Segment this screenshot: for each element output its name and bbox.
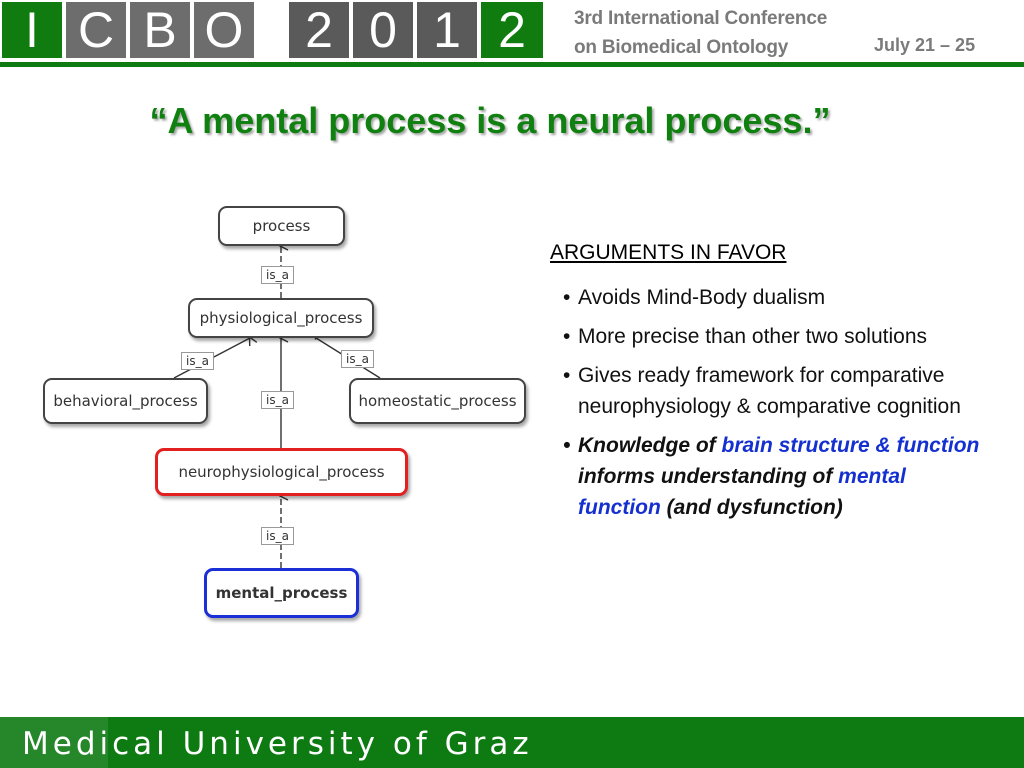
- footer-bar: Medical University of Graz: [0, 717, 1024, 768]
- relation-label: is_a: [261, 266, 294, 284]
- logo-letter-i: I: [2, 2, 62, 58]
- year-digit-2: 0: [353, 2, 413, 58]
- argument-text: Knowledge of: [578, 434, 722, 457]
- conference-dates: July 21 – 25: [874, 35, 976, 55]
- conference-line-2: on Biomedical Ontology: [574, 37, 789, 58]
- argument-item: More precise than other two solutions: [560, 321, 980, 352]
- conference-line-1: 3rd International Conference: [574, 8, 828, 29]
- relation-label: is_a: [341, 350, 374, 368]
- argument-item: Gives ready framework for comparative ne…: [560, 360, 980, 422]
- slide-title: “A mental process is a neural process.”: [149, 100, 831, 141]
- argument-item: Avoids Mind-Body dualism: [560, 282, 980, 313]
- logo-letter-o: O: [194, 2, 254, 58]
- argument-highlight-brain: brain structure & function: [721, 434, 980, 457]
- argument-text: informs understanding of: [578, 465, 839, 488]
- year-digit-4: 2: [481, 2, 543, 58]
- footer-institution: Medical University of Graz: [22, 726, 533, 762]
- logo-letter-b: B: [130, 2, 190, 58]
- node-behavioral-process: behavioral_process: [43, 378, 208, 424]
- year-digit-1: 2: [289, 2, 349, 58]
- argument-text: (and dysfunction): [660, 496, 843, 519]
- arguments-list: Avoids Mind-Body dualism More precise th…: [560, 282, 980, 531]
- conference-name: 3rd International Conference on Biomedic…: [574, 4, 874, 62]
- node-process: process: [218, 206, 345, 246]
- node-homeostatic-process: homeostatic_process: [349, 378, 526, 424]
- relation-label: is_a: [261, 391, 294, 409]
- node-physiological-process: physiological_process: [188, 298, 374, 338]
- footer-accent: [0, 717, 108, 768]
- arguments-heading: ARGUMENTS IN FAVOR: [550, 241, 787, 264]
- node-mental-process: mental_process: [204, 568, 359, 618]
- relation-label: is_a: [261, 527, 294, 545]
- logo-letter-c: C: [66, 2, 126, 58]
- year-digit-3: 1: [417, 2, 477, 58]
- node-neurophysiological-process: neurophysiological_process: [155, 448, 408, 496]
- relation-label: is_a: [181, 352, 214, 370]
- header-rule: [0, 62, 1024, 67]
- argument-highlight-mental: mental function: [578, 465, 906, 519]
- argument-item-knowledge: Knowledge of brain structure & function …: [560, 430, 980, 523]
